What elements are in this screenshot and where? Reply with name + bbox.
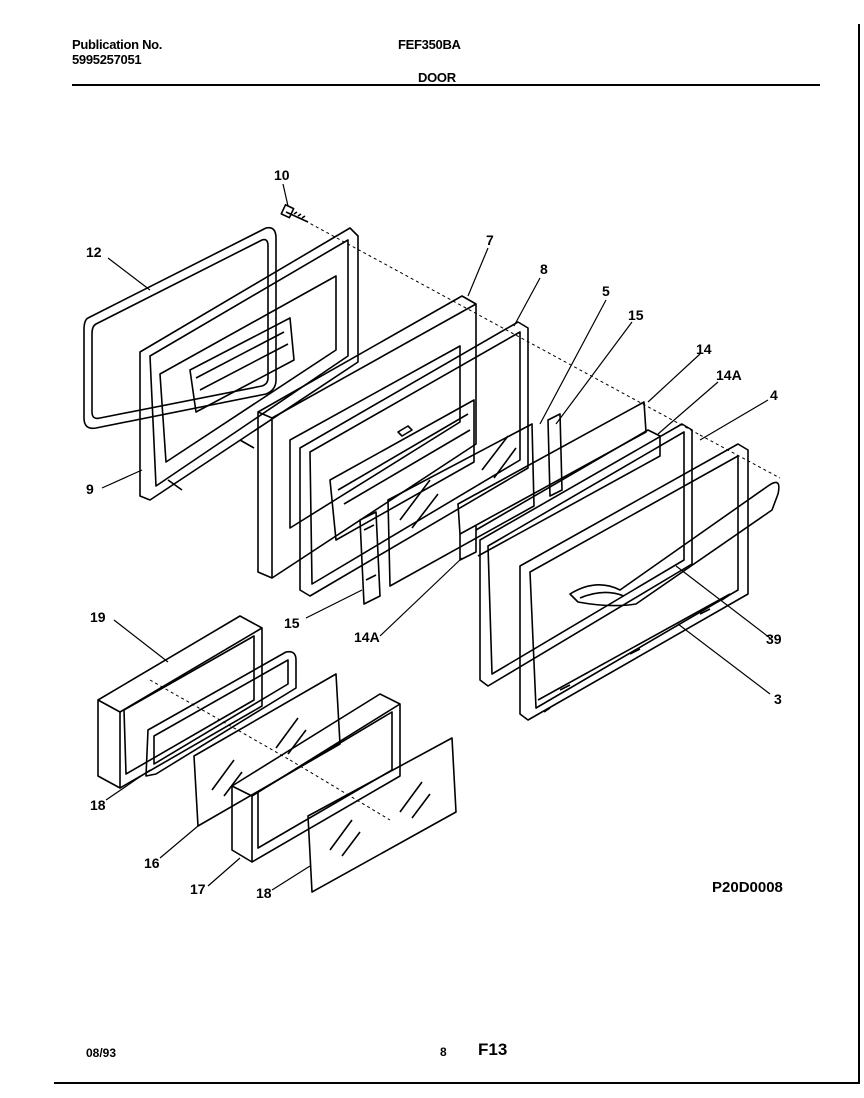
callout-3: 3 — [774, 691, 782, 707]
alignment-lines — [149, 217, 781, 821]
door-outer-frame-part — [519, 443, 749, 721]
publication-label: Publication No. — [72, 37, 163, 52]
footer-date: 08/93 — [86, 1046, 117, 1060]
callout-14a-lower: 14A — [354, 629, 380, 645]
callout-5: 5 — [602, 283, 610, 299]
page-frame — [54, 24, 860, 1084]
callout-16: 16 — [144, 855, 160, 871]
section-title: DOOR — [418, 70, 456, 85]
figure-id: P20D0008 — [712, 879, 783, 896]
callout-12: 12 — [86, 244, 102, 260]
inner-door-panel-part — [139, 227, 359, 501]
callout-39: 39 — [766, 631, 782, 647]
callout-19: 19 — [90, 609, 106, 625]
callout-18: 18 — [90, 797, 106, 813]
callout-7: 7 — [486, 232, 494, 248]
glass-frame-part — [299, 321, 529, 597]
insulation-part — [457, 401, 661, 561]
door-frame-part — [257, 295, 477, 579]
callout-18-lower: 18 — [256, 885, 272, 901]
callout-14: 14 — [696, 341, 712, 357]
callout-14a: 14A — [716, 367, 742, 383]
callout-8: 8 — [540, 261, 548, 277]
callout-9: 9 — [86, 481, 94, 497]
model-number: FEF350BA — [398, 37, 461, 52]
callout-4: 4 — [770, 387, 778, 403]
header-rule — [72, 84, 820, 86]
footer-page: 8 — [440, 1045, 447, 1059]
front-glass-part — [307, 737, 457, 893]
glass-panel-part — [387, 423, 535, 587]
door-gasket-part — [83, 226, 277, 430]
leader-lines — [101, 183, 771, 891]
glass-clip-part — [359, 413, 563, 605]
callout-10: 10 — [274, 167, 290, 183]
callout-15: 15 — [628, 307, 644, 323]
lower-gasket-part — [145, 650, 297, 777]
callout-15-lower: 15 — [284, 615, 300, 631]
lower-glass-part — [193, 673, 341, 827]
screw-part — [280, 203, 309, 223]
door-handle-part — [569, 481, 780, 607]
footer-code: F13 — [478, 1040, 508, 1059]
callout-17: 17 — [190, 881, 206, 897]
publication-number: 5995257051 — [72, 52, 142, 67]
outer-glass-part — [479, 423, 693, 687]
lower-frame-part — [97, 615, 263, 789]
